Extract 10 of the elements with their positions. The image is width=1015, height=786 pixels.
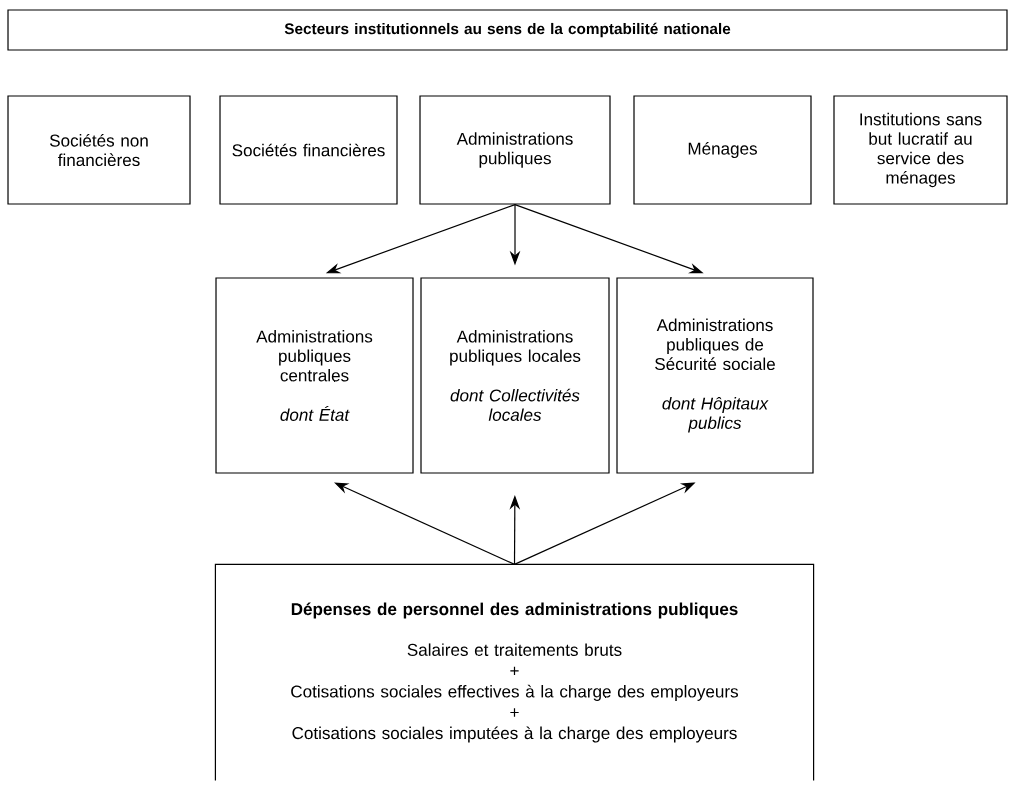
expense-box: Dépenses de personnel des administrations publiques Salaires et traitements bruts + Cotisations sociales effectives à la charge des employeurs + Cotisations sociales imputées à la charge des employeurs — [214, 563, 815, 782]
sector-box: Administrations publiques — [419, 95, 611, 205]
subsector-box: Administrations publiques de Sécurité sociale dont Hôpitaux publics — [616, 277, 814, 474]
sector-box: Sociétés financières — [219, 95, 398, 205]
subsector-box: Administrations publiques centrales dont État — [215, 277, 414, 474]
sector-box: Sociétés non financières — [7, 95, 191, 205]
sector-box: Institutions sans but lucratif au service des ménages — [833, 95, 1008, 205]
subsector-box: Administrations publiques locales dont Collectivités locales — [420, 277, 610, 474]
sector-box: Ménages — [633, 95, 812, 205]
heading-box: Secteurs institutionnels au sens de la comptabilité nationale — [7, 9, 1008, 51]
